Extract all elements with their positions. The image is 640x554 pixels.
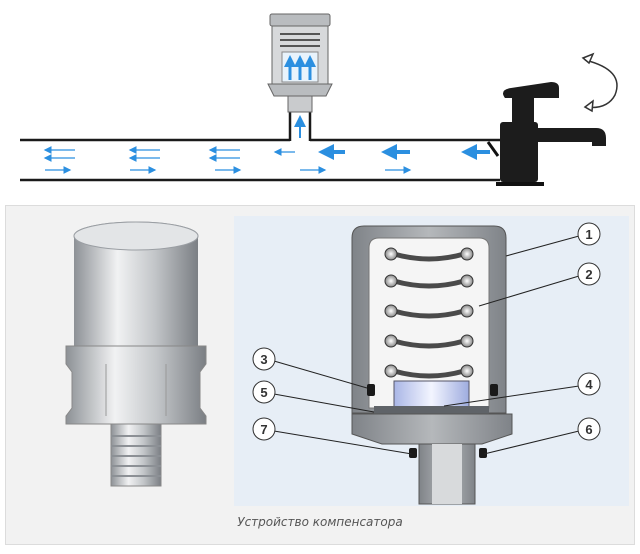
svg-text:3: 3 xyxy=(260,352,267,367)
svg-text:1: 1 xyxy=(585,227,592,242)
compensator-photo xyxy=(65,221,207,487)
callout-1: 1 xyxy=(577,222,601,246)
riser-pipe xyxy=(288,112,312,141)
faucet-icon xyxy=(486,82,606,186)
spring-icon xyxy=(393,251,465,379)
svg-text:4: 4 xyxy=(585,377,593,392)
pipe-flow-diagram xyxy=(20,13,618,186)
figure-caption: Устройство компенсатора xyxy=(237,515,403,529)
callout-2: 2 xyxy=(577,262,601,286)
callout-7: 7 xyxy=(252,417,276,441)
compensator-mini-icon xyxy=(267,13,333,113)
svg-text:5: 5 xyxy=(260,385,267,400)
svg-text:7: 7 xyxy=(260,422,267,437)
main-pipe xyxy=(20,138,500,182)
compensator-cross-section: 1 2 3 4 5 6 7 xyxy=(234,216,629,506)
callout-4: 4 xyxy=(577,372,601,396)
callout-3: 3 xyxy=(252,347,276,371)
compensator-detail-panel: 1 2 3 4 5 6 7 Устройство компенсатора xyxy=(5,205,635,545)
flow-arrow-icon xyxy=(43,146,412,174)
svg-text:2: 2 xyxy=(585,267,592,282)
svg-text:6: 6 xyxy=(585,422,592,437)
rotation-arrow-icon xyxy=(581,52,618,113)
callout-5: 5 xyxy=(252,380,276,404)
callout-6: 6 xyxy=(577,417,601,441)
